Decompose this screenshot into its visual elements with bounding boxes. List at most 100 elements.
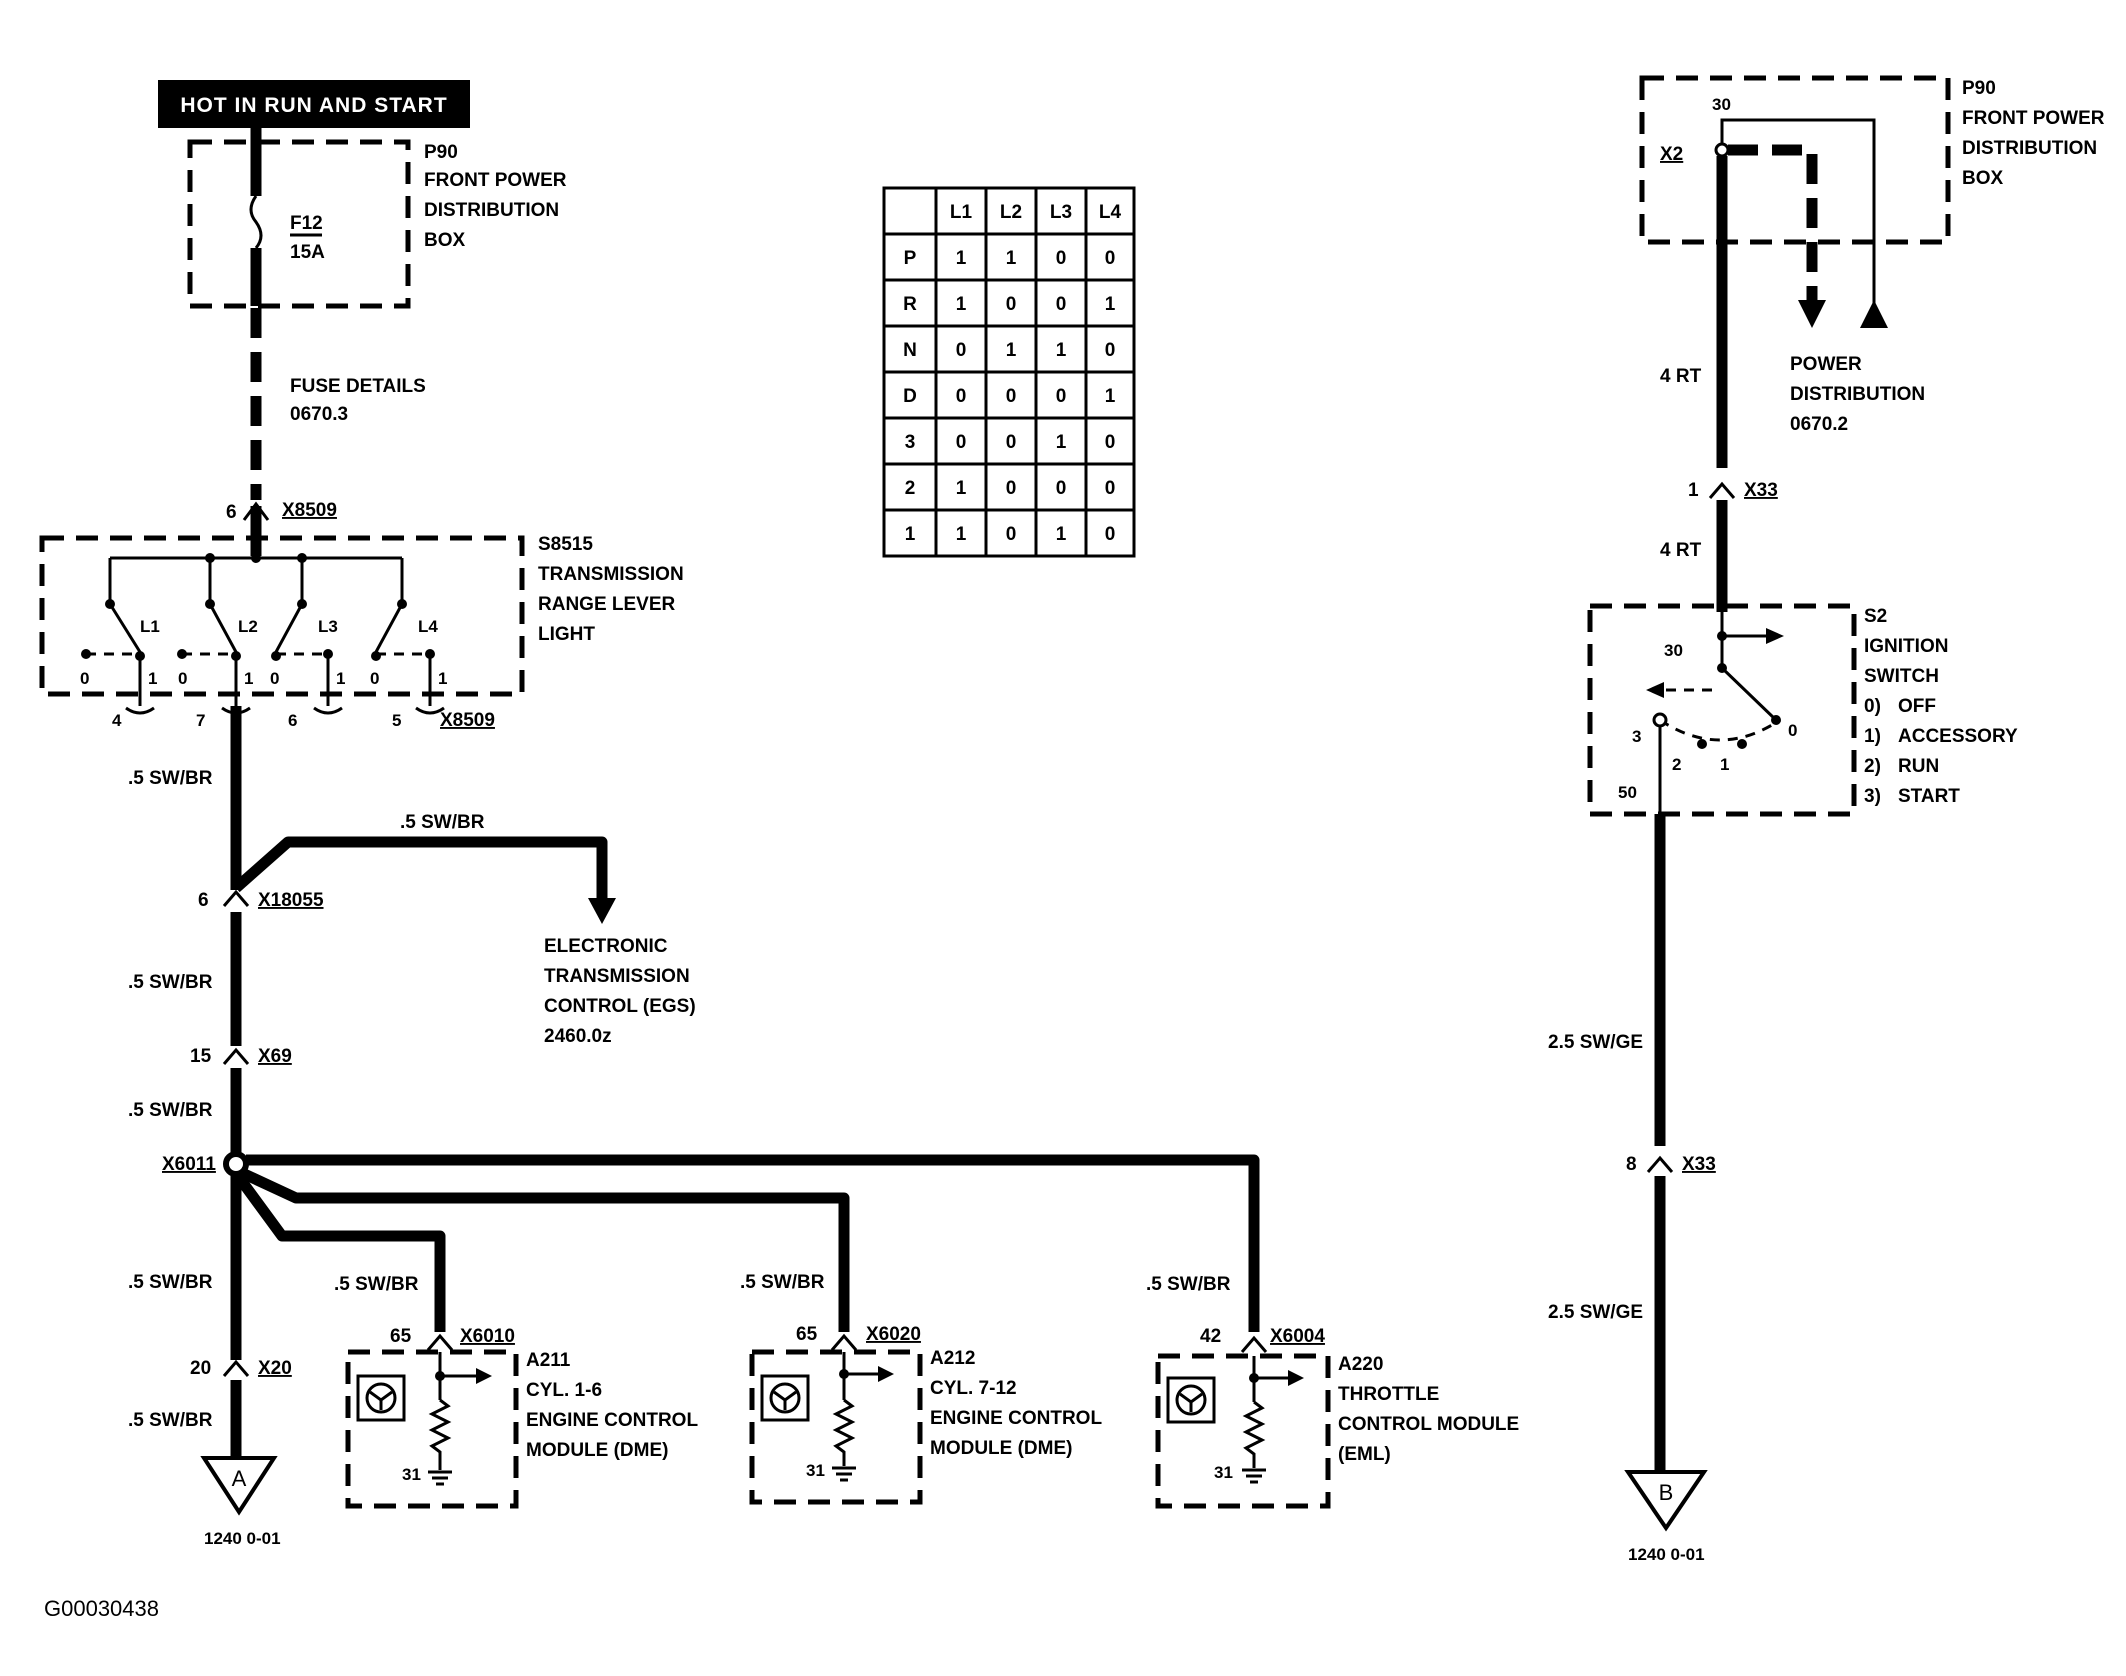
truth-table-cell	[882, 416, 938, 466]
ref-b-triangle	[1624, 1470, 1708, 1532]
truth-table-cell	[1084, 278, 1136, 328]
fuse-rating: 15A	[290, 242, 325, 263]
contact-l1-label: L1	[140, 617, 160, 636]
branch-a220-wire	[246, 1154, 1260, 1332]
a212-pin: 65	[796, 1324, 818, 1345]
a212-connector: X6020	[866, 1324, 921, 1345]
power-dist-line3: 0670.2	[1790, 414, 1848, 435]
x69-pin: 15	[190, 1046, 212, 1067]
truth-table-row-label: D	[903, 386, 917, 407]
s2-state3-num: 3)	[1864, 786, 1881, 807]
s2-state3-label: START	[1898, 786, 1960, 807]
right-wire-label-4: 2.5 SW/GE	[1548, 1302, 1643, 1323]
s2-line1: IGNITION	[1864, 636, 1948, 657]
a211-ecu-icon	[365, 1382, 397, 1414]
truth-table-cell	[1084, 508, 1136, 558]
a211-connector: X6010	[460, 1326, 515, 1347]
a220-ecu-icon	[1175, 1384, 1207, 1416]
truth-table-value: 0	[956, 386, 967, 407]
ref-b-letter: B	[1659, 1480, 1674, 1505]
a212-ecu-icon	[769, 1382, 801, 1414]
truth-table-row-label: P	[904, 248, 917, 269]
right-wire-label-1: 4 RT	[1660, 366, 1702, 387]
x20-pin: 20	[190, 1358, 211, 1379]
branch-a212-wire	[237, 1167, 850, 1332]
fuse-id: F12	[290, 213, 323, 234]
a220-line2: CONTROL MODULE	[1338, 1414, 1519, 1435]
truth-table-value: 0	[1006, 294, 1017, 315]
truth-table-cell	[882, 324, 938, 374]
a220-id: A220	[1338, 1354, 1383, 1375]
a220-line3: (EML)	[1338, 1444, 1391, 1465]
x18055-id: X18055	[258, 890, 324, 911]
right-wire-label-3: 2.5 SW/GE	[1548, 1032, 1643, 1053]
a212-ground: 31	[806, 1461, 825, 1480]
a212-line2: ENGINE CONTROL	[930, 1408, 1102, 1429]
a211-line2: ENGINE CONTROL	[526, 1410, 698, 1431]
egs-branch-wire	[232, 836, 608, 900]
ignition-terminal-50: 50	[1618, 783, 1637, 802]
module-a212: .5 SW/BR 65 X6020 31 A212 CYL. 7-12 ENGI…	[740, 1272, 1102, 1505]
x8509-bottom-id: X8509	[440, 710, 495, 731]
truth-table-value: 0	[1006, 524, 1017, 545]
a211-pin: 65	[390, 1326, 412, 1347]
truth-table-value: 1	[1006, 248, 1017, 269]
s2-state2-label: RUN	[1898, 756, 1939, 777]
egs-line2: TRANSMISSION	[544, 966, 690, 987]
wire-label-5: .5 SW/BR	[128, 1272, 213, 1293]
ref-b-page: 1240 0-01	[1628, 1545, 1705, 1564]
truth-table-cell	[1084, 186, 1136, 236]
p90-left-line3: BOX	[424, 230, 466, 251]
truth-table-cell	[882, 232, 938, 282]
wire-label-2: .5 SW/BR	[400, 812, 485, 833]
truth-table-value: 0	[1105, 248, 1116, 269]
x33-bottom-pin: 8	[1626, 1154, 1637, 1175]
x18055-pin: 6	[198, 890, 209, 911]
splice-x6011-id: X6011	[162, 1154, 216, 1175]
wire-label-4: .5 SW/BR	[128, 1100, 213, 1121]
truth-table-cell	[882, 508, 938, 558]
range-switch-box	[39, 535, 525, 697]
contact-l2-label: L2	[238, 617, 258, 636]
switch-l3	[271, 558, 333, 706]
ignition-pos-1: 1	[1720, 755, 1729, 774]
truth-table-header: L4	[1099, 202, 1122, 223]
p90-right-line3: BOX	[1962, 168, 2004, 189]
a220-connector: X6004	[1270, 1326, 1325, 1347]
truth-table-value: 1	[1105, 386, 1116, 407]
truth-table-value: 0	[1006, 432, 1017, 453]
ignition-pos-3: 3	[1632, 727, 1641, 746]
a211-box	[345, 1349, 519, 1509]
a212-id: A212	[930, 1348, 975, 1369]
truth-table-cell	[1084, 324, 1136, 374]
figure-id: G00030438	[44, 1596, 159, 1621]
truth-table-value: 1	[1056, 340, 1067, 361]
ignition-pos-2: 2	[1672, 755, 1681, 774]
p90-right-pin: 30	[1712, 95, 1731, 114]
pos-0b: 0	[178, 669, 187, 688]
truth-table-cell	[1034, 278, 1088, 328]
pos-1a: 1	[148, 669, 157, 688]
x33-top-id: X33	[1744, 480, 1778, 501]
switch-pin-6: 6	[288, 711, 297, 730]
fuse-details-line2: 0670.3	[290, 404, 348, 425]
s2-state0-label: OFF	[1898, 696, 1936, 717]
switch-l1	[81, 558, 145, 706]
s8515-line2: RANGE LEVER	[538, 594, 676, 615]
fuse-symbol	[249, 195, 263, 249]
s2-state2-num: 2)	[1864, 756, 1881, 777]
p90-left-line2: DISTRIBUTION	[424, 200, 559, 221]
hot-in-run-banner	[158, 80, 470, 128]
truth-table-value: 0	[1006, 386, 1017, 407]
truth-table-cell	[882, 186, 938, 236]
switch-pin-7: 7	[196, 711, 205, 730]
s8515-line1: TRANSMISSION	[538, 564, 684, 585]
truth-table-value: 0	[1105, 478, 1116, 499]
truth-table-value: 0	[1105, 340, 1116, 361]
truth-table-value: 1	[956, 524, 967, 545]
x8509-top-id: X8509	[282, 500, 337, 521]
x20-id: X20	[258, 1358, 292, 1379]
truth-table-row-label: 2	[905, 478, 916, 499]
